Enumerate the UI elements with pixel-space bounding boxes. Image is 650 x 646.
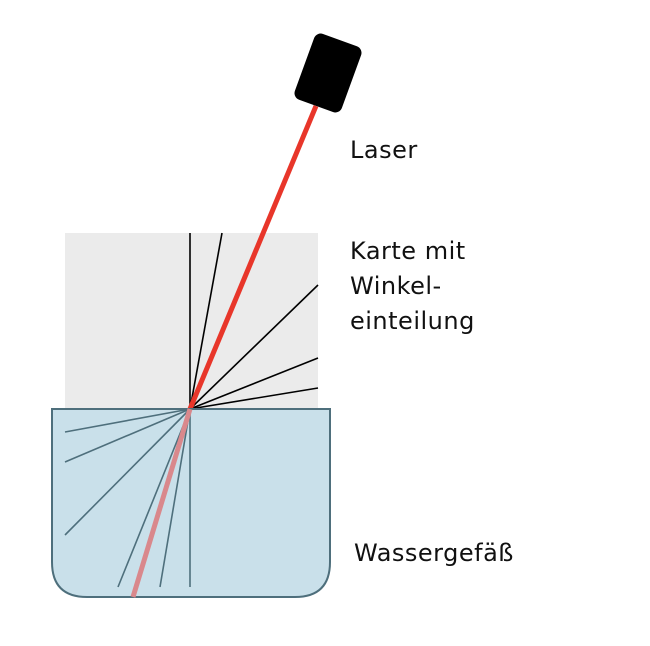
card-label-line: einteilung [350, 307, 475, 335]
card-angle-lines [189, 232, 319, 410]
angle-line [64, 408, 191, 536]
angle-line [159, 408, 191, 588]
angle-line [117, 408, 191, 588]
angle-line [189, 357, 319, 410]
water-angle-lines [64, 408, 191, 588]
water-vessel [51, 408, 331, 598]
refracted-beam [130, 408, 193, 598]
vessel-label: Wassergefäß [354, 539, 514, 567]
angle-line [189, 284, 319, 410]
angle-card [65, 233, 318, 410]
angle-line [189, 232, 223, 410]
laser-label: Laser [350, 136, 418, 164]
angle-line [64, 408, 191, 463]
card-label-line: Winkel- [350, 272, 442, 300]
angle-line [189, 387, 319, 410]
laser-device [294, 33, 362, 113]
card-label-line: Karte mit [350, 237, 466, 265]
card-label: Karte mit Winkel- einteilung [350, 234, 475, 339]
laser-beam [187, 105, 319, 410]
angle-line [64, 408, 191, 433]
